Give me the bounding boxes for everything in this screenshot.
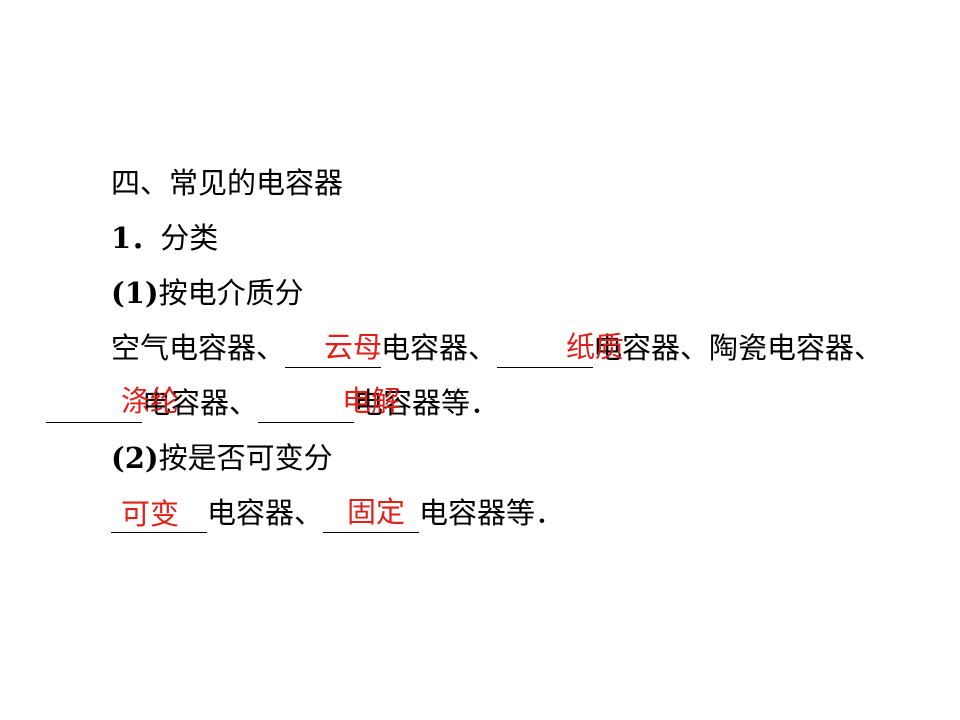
item-1-label: 分类 bbox=[160, 221, 219, 255]
blank-fixed bbox=[323, 493, 420, 533]
part-1-line-1: 空气电容器、 电容器、 电容器、陶瓷电容器、 bbox=[111, 328, 883, 368]
part-1-text: 按电介质分 bbox=[158, 276, 304, 310]
part-1-line-2: 电容器、 电容器等． bbox=[46, 383, 499, 423]
part-2-text: 按是否可变分 bbox=[158, 441, 333, 475]
item-1: 1．分类 bbox=[111, 218, 218, 258]
answer-paper: 纸质 bbox=[566, 330, 625, 364]
text: 电容器等． bbox=[419, 496, 565, 530]
section-title: 四、常见的电容器 bbox=[111, 166, 344, 200]
part-2-heading: (2)按是否可变分 bbox=[111, 438, 333, 478]
answer-variable: 可变 bbox=[121, 497, 180, 531]
part-1-number: (1) bbox=[111, 276, 159, 310]
answer-fixed: 固定 bbox=[347, 495, 406, 529]
text: 空气电容器、 bbox=[111, 331, 286, 365]
text: 电容器、 bbox=[142, 386, 259, 420]
answer-polyester: 涤纶 bbox=[121, 384, 180, 418]
blank-electrolytic bbox=[258, 383, 355, 423]
text: 电容器、 bbox=[381, 331, 498, 365]
blank-polyester bbox=[46, 383, 142, 423]
part-2-line: 电容器、 电容器等． bbox=[111, 493, 564, 533]
blank-variable bbox=[111, 493, 207, 533]
part-2-number: (2) bbox=[111, 441, 159, 475]
part-1-heading: (1)按电介质分 bbox=[111, 273, 304, 313]
text: 电容器、陶瓷电容器、 bbox=[593, 331, 884, 365]
answer-electrolytic: 电解 bbox=[342, 384, 401, 418]
text: 电容器等． bbox=[354, 386, 500, 420]
item-1-number: 1． bbox=[111, 221, 161, 255]
blank-mica bbox=[285, 328, 382, 368]
text: 电容器、 bbox=[207, 496, 324, 530]
answer-mica: 云母 bbox=[324, 330, 383, 364]
blank-paper bbox=[497, 328, 594, 368]
